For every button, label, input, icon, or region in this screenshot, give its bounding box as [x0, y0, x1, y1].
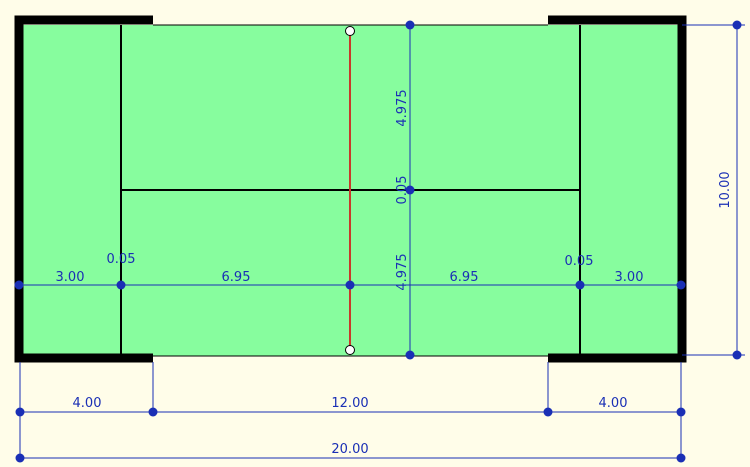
dim-point[interactable] — [543, 407, 553, 417]
dim-point[interactable] — [15, 453, 25, 463]
dim-point[interactable] — [116, 280, 126, 290]
dim-point[interactable] — [405, 185, 415, 195]
dim-point[interactable] — [676, 280, 686, 290]
wall-left — [14, 15, 153, 363]
label-service-left: 6.95 — [222, 270, 251, 285]
label-side-right: 4.00 — [599, 396, 628, 411]
dim-point[interactable] — [732, 20, 742, 30]
dim-point[interactable] — [148, 407, 158, 417]
dim-point[interactable] — [14, 280, 24, 290]
label-service-right: 6.95 — [450, 270, 479, 285]
wall-right — [548, 15, 687, 363]
label-center-line: 0.05 — [395, 176, 410, 205]
net-post-top — [345, 26, 355, 36]
label-width: 10.00 — [718, 171, 733, 208]
dim-point[interactable] — [676, 453, 686, 463]
label-box-top: 4.975 — [395, 89, 410, 126]
label-back-right: 3.00 — [615, 270, 644, 285]
label-line-right: 0.05 — [565, 254, 594, 269]
dim-point[interactable] — [345, 280, 355, 290]
label-side-left: 4.00 — [73, 396, 102, 411]
dim-point[interactable] — [575, 280, 585, 290]
label-side-middle: 12.00 — [331, 396, 368, 411]
label-overall-length: 20.00 — [331, 442, 368, 457]
dim-point[interactable] — [676, 407, 686, 417]
dim-point[interactable] — [15, 407, 25, 417]
label-box-bottom: 4.975 — [395, 253, 410, 290]
dim-point[interactable] — [405, 20, 415, 30]
dim-point[interactable] — [732, 350, 742, 360]
net-post-bottom — [345, 345, 355, 355]
label-line-left: 0.05 — [107, 252, 136, 267]
label-back-left: 3.00 — [56, 270, 85, 285]
dim-point[interactable] — [405, 350, 415, 360]
